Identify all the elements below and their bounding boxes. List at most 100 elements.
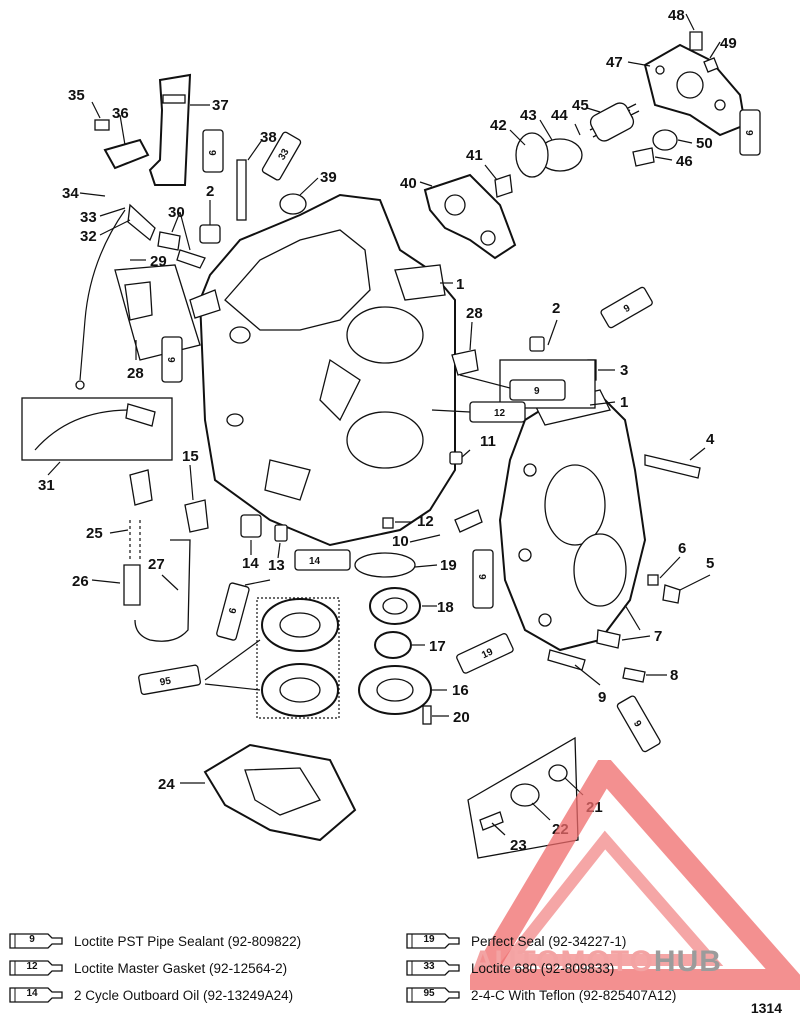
stud-38 bbox=[236, 159, 247, 221]
tube-label: 9 bbox=[476, 574, 487, 580]
plug-2 bbox=[199, 224, 221, 244]
callout-40: 40 bbox=[400, 175, 417, 192]
legend-item: 95 2-4-C With Teflon (92-825407A12) bbox=[405, 987, 676, 1003]
callout-12: 12 bbox=[417, 513, 434, 530]
callout-39: 39 bbox=[320, 169, 337, 186]
tube-label: 95 bbox=[159, 676, 172, 689]
tube-12: 12 bbox=[469, 401, 526, 423]
watermark-text: AUTOMOTOHUB bbox=[472, 945, 722, 979]
callout-46: 46 bbox=[676, 153, 693, 170]
callout-48: 48 bbox=[668, 7, 685, 24]
callout-42: 42 bbox=[490, 117, 507, 134]
tube-9: 9 bbox=[216, 582, 250, 641]
callout-14: 14 bbox=[242, 555, 259, 572]
crankcase-cover bbox=[498, 389, 647, 652]
tube-label: 33 bbox=[277, 147, 292, 163]
tube-number: 14 bbox=[26, 988, 38, 999]
callout-27: 27 bbox=[148, 556, 165, 573]
crankcase-cylinder-block bbox=[189, 193, 456, 547]
check-valve bbox=[494, 129, 678, 198]
tube-label: 9 bbox=[206, 150, 217, 156]
callout-16: 16 bbox=[452, 682, 469, 699]
tube-9: 9 bbox=[509, 379, 566, 401]
bracket-37 bbox=[148, 73, 192, 186]
fittings-15 bbox=[129, 469, 209, 533]
legend-item: 12 Loctite Master Gasket (92-12564-2) bbox=[8, 960, 287, 976]
tube-number: 12 bbox=[26, 961, 38, 972]
tube-33: 33 bbox=[261, 131, 302, 181]
legend-item: 33 Loctite 680 (92-809833) bbox=[405, 960, 614, 976]
tube-icon: 95 bbox=[405, 987, 461, 1003]
callout-32: 32 bbox=[80, 228, 97, 245]
hose-25-27 bbox=[123, 520, 191, 642]
callout-20: 20 bbox=[453, 709, 470, 726]
watermark-hub: HUB bbox=[653, 945, 722, 978]
callout-23: 23 bbox=[510, 837, 527, 854]
legend-text: 2-4-C With Teflon (92-825407A12) bbox=[471, 987, 677, 1003]
figure-number: 1314 bbox=[750, 1000, 782, 1016]
hose-32 bbox=[75, 203, 156, 390]
tube-label: 9 bbox=[170, 357, 181, 363]
gasket-40 bbox=[423, 173, 517, 260]
callout-41: 41 bbox=[466, 147, 483, 164]
callout-labels: 48 49 47 35 36 37 45 43 44 42 50 46 41 4… bbox=[38, 7, 737, 854]
callout-29: 29 bbox=[150, 253, 167, 270]
legend-item: 14 2 Cycle Outboard Oil (92-13249A24) bbox=[8, 987, 293, 1003]
callout-8: 8 bbox=[670, 667, 678, 684]
callout-18: 18 bbox=[437, 599, 454, 616]
callout-43: 43 bbox=[520, 107, 537, 124]
legend-text: Perfect Seal (92-34227-1) bbox=[471, 933, 627, 949]
tube-icon: 33 bbox=[405, 960, 461, 976]
hose-inset-31 bbox=[21, 397, 173, 461]
callout-1: 1 bbox=[620, 394, 628, 411]
tube-9: 9 bbox=[600, 286, 653, 329]
tube-9: 9 bbox=[161, 336, 183, 383]
callout-45: 45 bbox=[572, 97, 589, 114]
watermark-auto: AUTOMOTO bbox=[472, 945, 654, 978]
callout-44: 44 bbox=[551, 107, 568, 124]
legend-text: Loctite Master Gasket (92-12564-2) bbox=[74, 960, 288, 976]
callout-7: 7 bbox=[654, 628, 662, 645]
tube-9: 9 bbox=[472, 549, 494, 609]
tube-number: 33 bbox=[423, 961, 435, 972]
tube-label: 14 bbox=[309, 556, 321, 567]
callout-15: 15 bbox=[182, 448, 199, 465]
tube-number: 9 bbox=[29, 934, 35, 945]
callout-3: 3 bbox=[620, 362, 628, 379]
tube-9: 9 bbox=[616, 695, 661, 753]
callout-25: 25 bbox=[86, 525, 103, 542]
callout-38: 38 bbox=[260, 129, 277, 146]
legend-item: 9 Loctite PST Pipe Sealant (92-809822) bbox=[8, 933, 301, 949]
callout-36: 36 bbox=[112, 105, 129, 122]
tube-9: 9 bbox=[739, 109, 761, 156]
leader-lines bbox=[47, 13, 721, 836]
tube-19: 19 bbox=[456, 633, 514, 674]
bypass-cover-assembly bbox=[643, 31, 747, 137]
tube-label: 9 bbox=[743, 130, 754, 136]
seals-18-17-16 bbox=[256, 552, 432, 719]
tube-label: 9 bbox=[165, 357, 176, 363]
tube-number: 95 bbox=[423, 988, 435, 999]
callout-28: 28 bbox=[466, 305, 483, 322]
tube-label: 9 bbox=[631, 719, 644, 730]
plugs-14-13 bbox=[240, 514, 288, 542]
callout-47: 47 bbox=[606, 54, 623, 71]
callout-4: 4 bbox=[706, 431, 715, 448]
callout-10: 10 bbox=[392, 533, 409, 550]
callout-37: 37 bbox=[212, 97, 229, 114]
spring bbox=[589, 102, 640, 142]
legend-text: Loctite 680 (92-809833) bbox=[471, 960, 615, 976]
fitting-inset-28 bbox=[114, 264, 201, 361]
legend-text: Loctite PST Pipe Sealant (92-809822) bbox=[74, 933, 302, 949]
callout-19: 19 bbox=[440, 557, 457, 574]
gasket-24 bbox=[203, 743, 357, 842]
tube-label: 9 bbox=[225, 606, 237, 615]
sensor-inset-22 bbox=[467, 736, 579, 859]
callout-33: 33 bbox=[80, 209, 97, 226]
sealant-legend: 9 Loctite PST Pipe Sealant (92-809822) 1… bbox=[0, 925, 800, 1023]
callout-9: 9 bbox=[598, 689, 606, 706]
tube-label: 19 bbox=[480, 646, 495, 661]
tube-9: 9 bbox=[202, 129, 224, 173]
tube-label: 9 bbox=[622, 303, 633, 316]
tube-icon: 14 bbox=[8, 987, 64, 1003]
